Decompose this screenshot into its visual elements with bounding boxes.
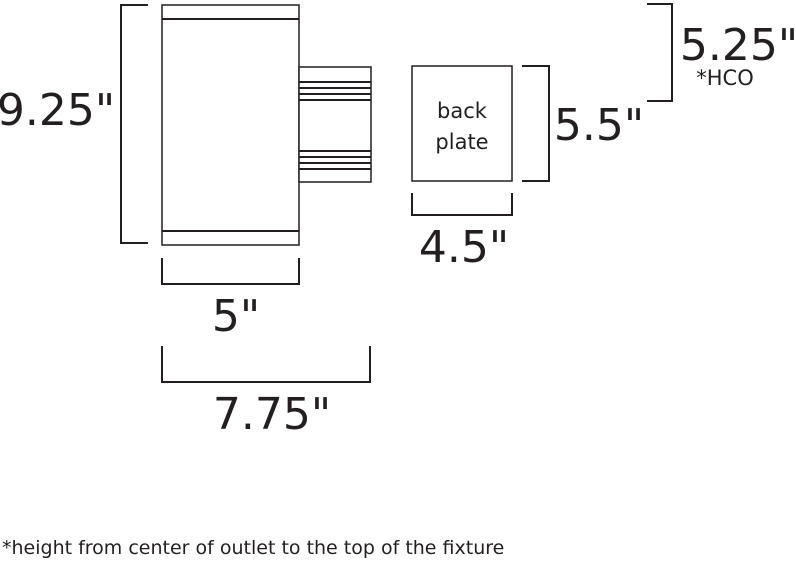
width-bracket (161, 258, 300, 285)
depth-bracket (161, 346, 371, 383)
backplate-height-label: 5.5" (554, 100, 644, 151)
width-label: 5" (212, 291, 260, 342)
fixture-body (161, 4, 300, 246)
backplate-width-label: 4.5" (419, 222, 509, 273)
backplate-width-bracket (411, 193, 513, 216)
mounting-arm (298, 66, 372, 183)
backplate-height-bracket (522, 65, 550, 182)
hco-bracket (647, 3, 673, 102)
back-plate: back plate (411, 65, 513, 182)
back-plate-label-line2: plate (435, 130, 488, 154)
depth-label: 7.75" (213, 389, 331, 440)
height-label: 9.25" (0, 85, 115, 136)
hco-tag: *HCO (696, 66, 753, 90)
footnote: *height from center of outlet to the top… (2, 537, 504, 559)
back-plate-label-line1: back (437, 99, 488, 123)
hco-label: 5.25" (680, 20, 796, 71)
height-bracket (120, 4, 148, 244)
